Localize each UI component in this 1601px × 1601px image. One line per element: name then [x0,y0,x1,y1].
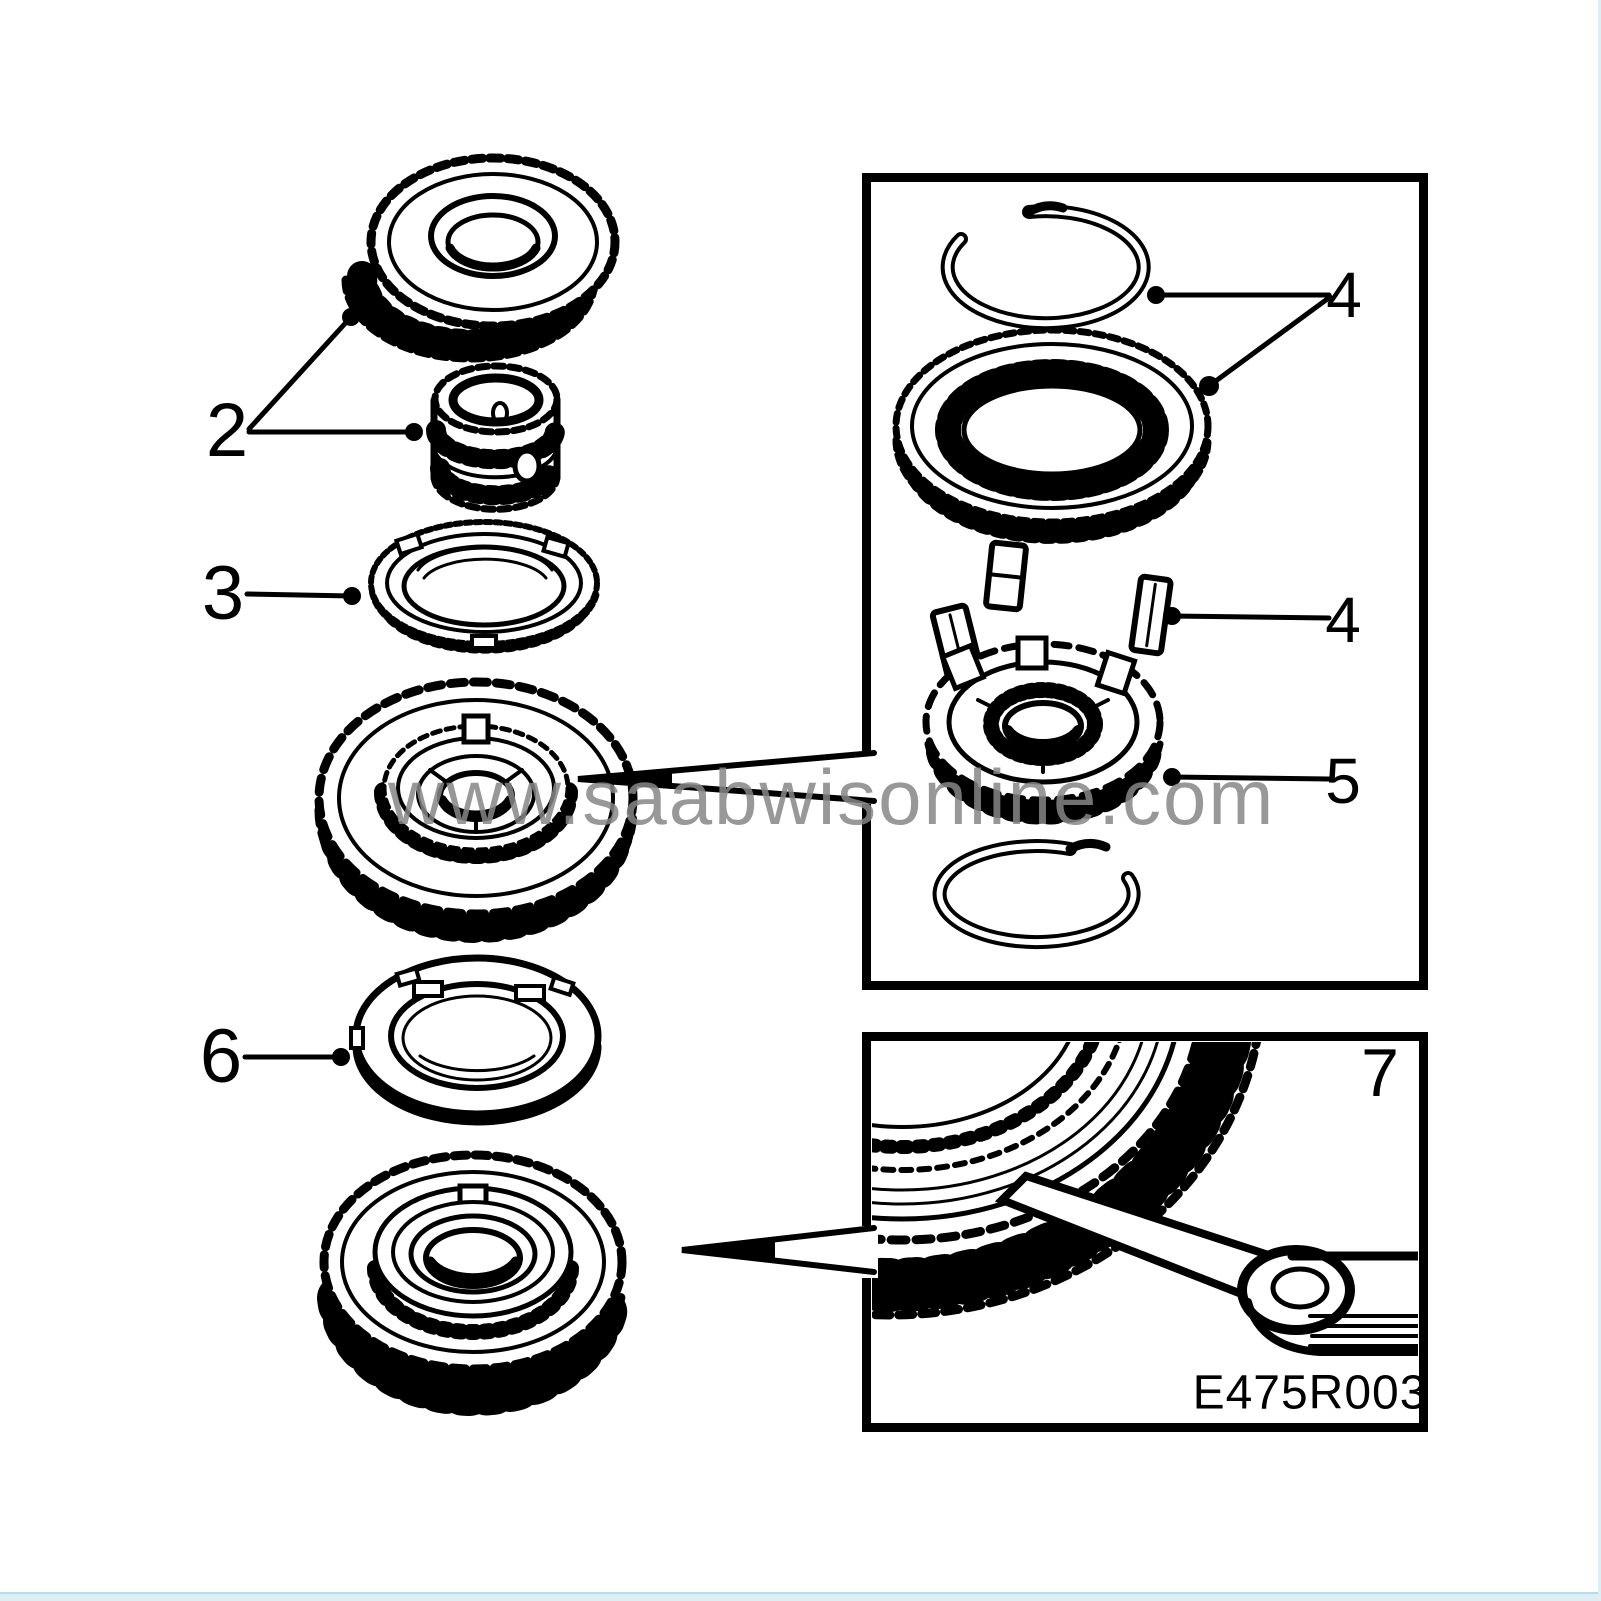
right-edge-strip [1598,0,1601,1601]
callout-5: 5 [1325,745,1361,817]
sliding-key-center [983,539,1029,613]
helical-gear-bottom [317,1150,630,1417]
callout-3: 3 [201,551,245,636]
gear-closeup-with-feeler-gauge [872,1042,1418,1356]
leader-lines [242,292,1333,1060]
leader-dots [332,286,1219,1066]
synchronizer-sleeve-6 [349,954,602,1126]
callout-6: 6 [199,1014,243,1099]
helical-gear-top [341,153,620,363]
splined-bushing [426,362,565,513]
snap-ring-bottom [932,839,1141,950]
callout-4-lower: 4 [1325,584,1361,656]
callout-7: 7 [1361,1035,1399,1111]
reference-arrow-top [577,750,878,804]
footer-strip [0,1592,1601,1601]
synchronizer-ring-3 [368,519,600,654]
ring-gear-4 [892,326,1212,544]
snap-ring-top [940,201,1151,331]
gear-with-synchro-hub [314,677,638,943]
callout-2: 2 [205,388,249,473]
reference-arrow-bottom [681,1225,878,1278]
synchronizer-hub-5 [922,635,1164,825]
watermark: www.saabwisonline.com [388,753,1276,841]
detail-box-synchronizer [862,173,1428,990]
figure-code: E475R003 [1192,1366,1428,1420]
callout-4-upper: 4 [1326,259,1362,331]
